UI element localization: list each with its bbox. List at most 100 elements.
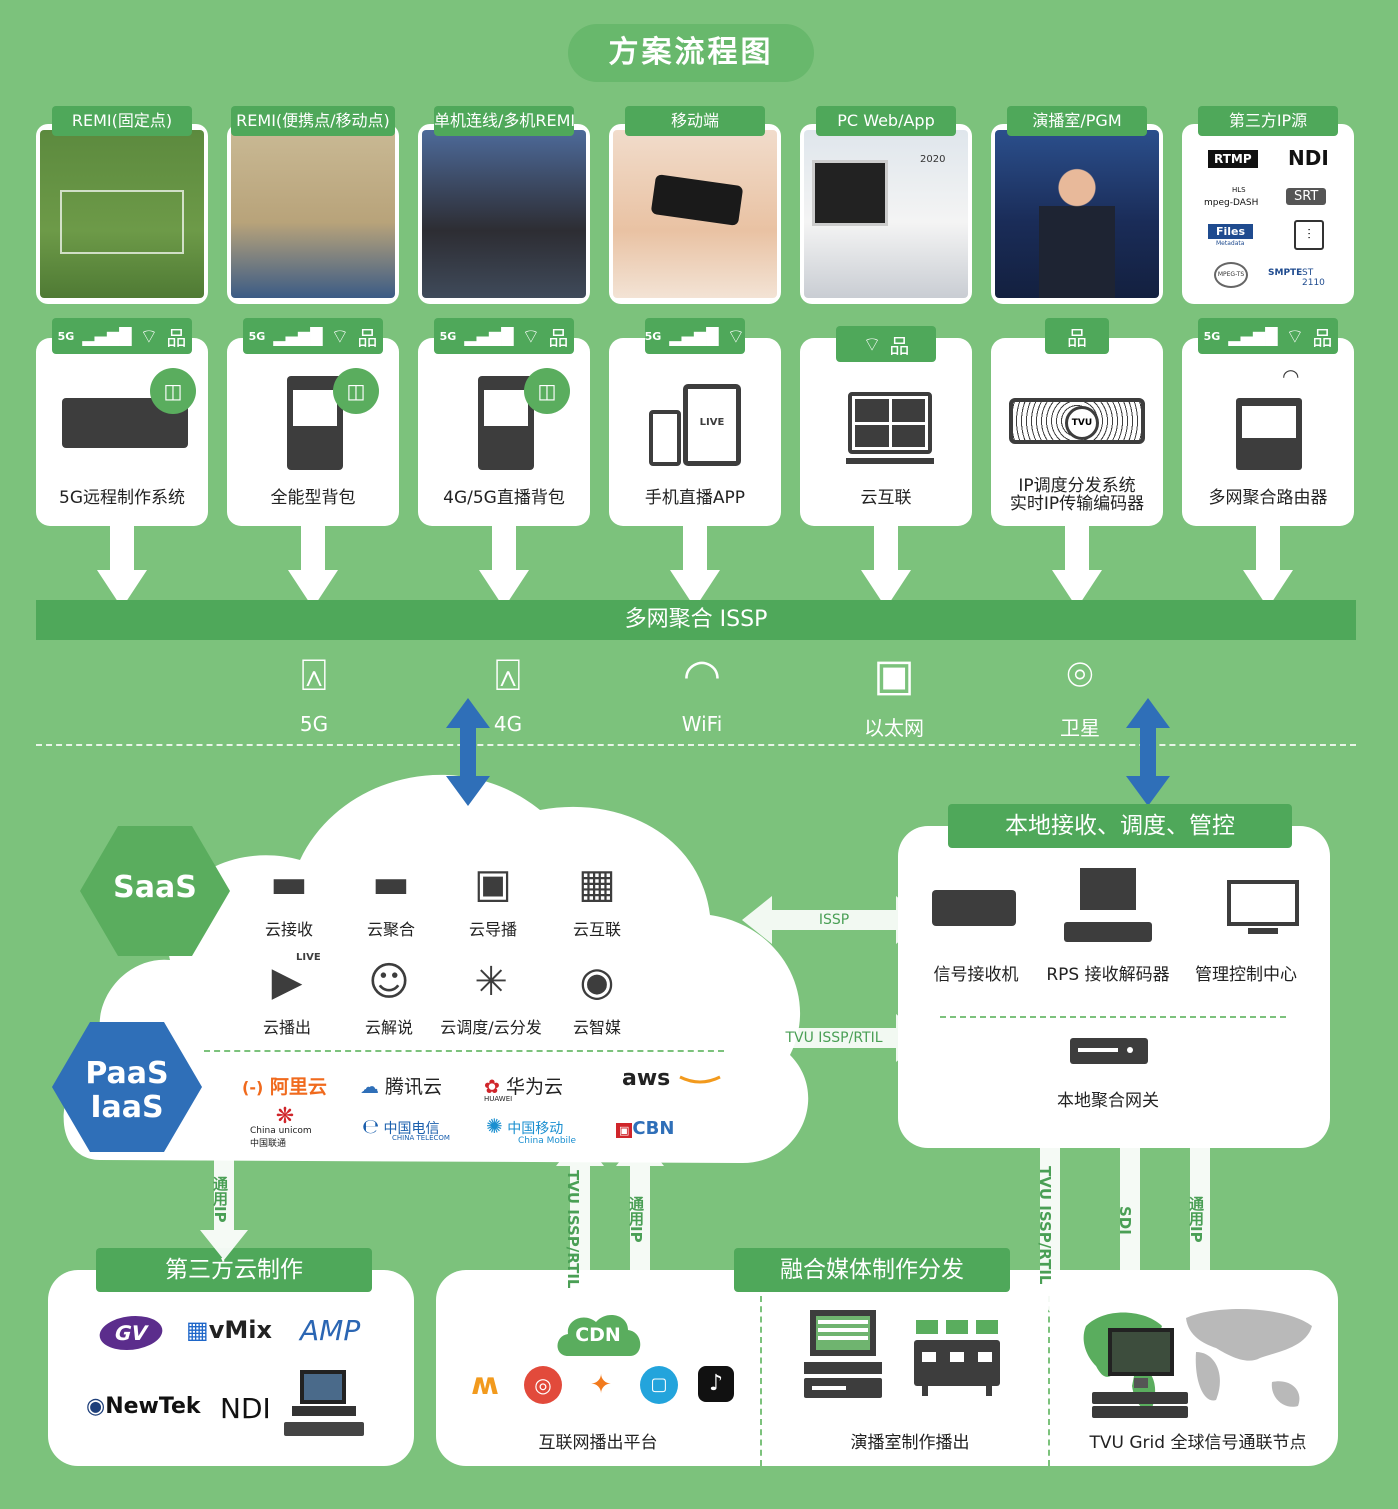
aws-text: aws [622,1066,671,1091]
huawei-logo: ✿ 华为云 HUAWEI [484,1076,563,1103]
issp-link-arrow [742,896,926,944]
telecom-text: 中国电信 [383,1121,440,1137]
signal-bars-icon: ▂▄▆█ [1228,326,1278,346]
bilibili-icon: ▢ [640,1366,678,1404]
cloud-director-icon: ▣ [474,861,512,907]
down-arrow-2 [288,524,338,608]
net-tab-2: 5G▂▄▆█⌔品 [434,318,574,354]
rps-decoder-icon [1064,868,1152,946]
down-arrow-4 [670,524,720,608]
aws-logo: aws [622,1066,724,1091]
source-label-3: 单机连线/多机REMI [434,106,575,136]
source-label-7: 第三方IP源 [1198,106,1338,136]
ndi-small-logo: NDI [1288,146,1329,170]
blue-double-arrow-right [1126,698,1170,806]
cbn-logo: ▣CBN [616,1118,674,1139]
saas-item-4: 云互联 [572,920,621,939]
down-arrow-7 [1243,524,1293,608]
wifi-icon: ⌔ [726,323,746,348]
mpeg-ts-logo: MPEG-TS [1214,262,1248,288]
field-lines [60,190,184,254]
signal-bars-icon: ▂▄▆█ [82,326,132,346]
unicom-text: China unicom中国联通 [250,1126,312,1149]
smpte-logo: SMPTE [1268,268,1303,278]
hls-logo: HLS [1232,186,1246,194]
telecom-logo: ℮ 中国电信 CHINA TELECOM [362,1114,450,1142]
monitor-in-photo [812,160,888,226]
down-arrow-6 [1052,524,1102,608]
cloud-receive-icon: ▬ [270,861,308,907]
tower-4g-icon: ⍓ [494,650,522,701]
source-photo-3 [422,130,586,298]
ndi-text: NDI [220,1392,271,1425]
source-photo-5: 2020 [804,130,968,298]
device-card-4 [609,338,781,526]
huawei-text: 华为云 [505,1076,563,1098]
mobile-subtext: China Mobile [518,1136,577,1146]
vmix-logo: ▦vMix [186,1316,272,1344]
vertical-link-label-1: 通用IP [211,1176,229,1223]
participant-tile [855,424,889,447]
fusion-divider-2 [1048,1296,1050,1466]
down-arrow-1 [97,524,147,608]
cloud-commentary-icon: ☺ [368,959,410,1005]
vertical-link-arrow-4 [1026,1116,1074,1312]
blue-double-arrow-left [446,698,490,806]
fusion-title: 融合媒体制作分发 [734,1248,1010,1292]
cloud-dispatch-icon: ✳ [474,959,508,1005]
gateway-label: 本地聚合网关 [1057,1091,1159,1111]
cellular-5g-icon: 5G [1203,329,1221,343]
participant-tile [855,399,889,422]
ethernet-icon: 品 [1312,325,1333,350]
wifi-icon: ⌔ [1285,323,1305,348]
tvu-badge: TVU [1065,406,1099,440]
tvu-link-arrow [742,1014,926,1062]
device-label-7: 多网聚合路由器 [1208,488,1328,508]
saas-label: SaaS [113,870,197,905]
device-label-4: 手机直播APP [644,488,746,508]
mobile-text: 中国移动 [507,1121,564,1137]
weibo-icon: ◎ [524,1366,562,1404]
mixer-icon: ⫶ [1294,220,1324,250]
wifi-icon: ⌔ [139,323,159,348]
ethernet-icon: 品 [357,325,378,350]
network-label-1: 5G [299,712,329,736]
files-logo: Files [1208,224,1254,239]
rtmp-logo: RTMP [1208,150,1258,168]
tencent-logo: ☁ 腾讯云 [360,1076,443,1098]
amp-text: AMP [300,1314,361,1347]
vertical-link-label-6: 通用IP [1187,1196,1205,1243]
saas-item-7: 云调度/云分发 [440,1018,542,1037]
telecom-subtext: CHINA TELECOM [392,1134,450,1142]
local-item-3: 管理控制中心 [1195,965,1297,985]
vertical-link-label-4: TVU ISSP/RTIL [1036,1166,1054,1285]
cellular-5g-icon: 5G [248,329,266,343]
device-label-6-b: 实时IP传输编码器 [1009,494,1145,514]
device-label-3: 4G/5G直播背包 [443,488,565,508]
issp-link-label: ISSP [818,912,850,928]
saas-item-5: 云播出 [262,1018,311,1037]
tencent-text: 腾讯云 [385,1076,443,1098]
camera-badge-icon: ◫ [524,368,570,414]
aliyun-logo: (-) 阿里云 [242,1076,327,1098]
vertical-link-arrow-5 [1106,1116,1154,1312]
tablet-live-label: LIVE [699,417,725,428]
tower-5g-icon: ⍓ [300,650,328,701]
source-photo-2 [231,130,395,298]
anchor-figure [1039,160,1115,298]
saas-item-8: 云智媒 [572,1018,621,1037]
cloud-shape [63,774,809,1164]
source-label-1: REMI(固定点) [52,106,192,136]
vertical-link-label-2: TVU ISSP/RTIL [564,1170,582,1289]
newtek-logo: ◉NewTek [86,1394,201,1419]
cellular-5g-icon: 5G [439,329,457,343]
down-arrow-3 [479,524,529,608]
local-title: 本地接收、调度、管控 [948,804,1292,848]
tablet-icon: LIVE [683,384,741,466]
camera-badge-icon: ◫ [150,368,196,414]
local-divider [940,1016,1286,1018]
wifi-icon: ⌔ [521,323,541,348]
mobile-logo: ✺ 中国移动 China Mobile [486,1114,577,1146]
huawei-subtext: HUAWEI [484,1095,513,1103]
